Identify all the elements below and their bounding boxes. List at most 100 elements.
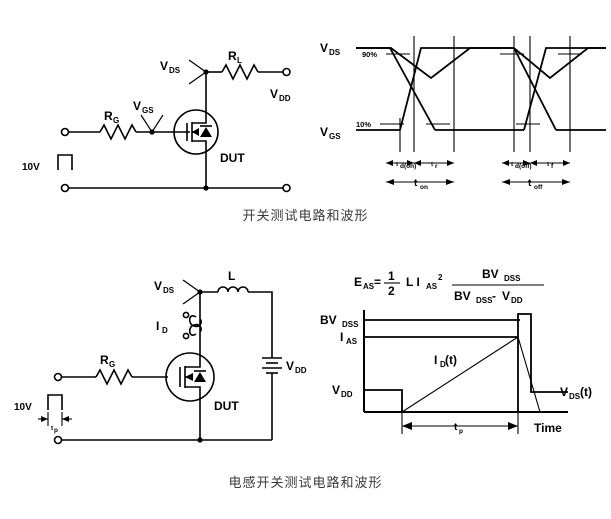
toff-arrow-left [502, 179, 510, 185]
tp-label: t [51, 425, 54, 432]
vgs-probe-symbol [140, 114, 164, 134]
formula-lhs: E [354, 275, 362, 289]
timing-reference-lines [399, 36, 571, 152]
load-resistor-symbol [221, 63, 259, 81]
vdd-label: V [270, 87, 278, 101]
ind-body-diode-triangle [194, 372, 206, 382]
tf-sub-label: f [551, 163, 554, 170]
tr-label: t [431, 161, 434, 168]
vds-trace-label: V [560, 385, 568, 399]
id-trace-suffix-label: (t) [445, 353, 457, 367]
mosfet-source-lead [192, 140, 207, 154]
formula-ratio-den-a: BV [454, 289, 471, 303]
formula-ratio-num: BV [482, 267, 499, 281]
vds-axis-label: V [320, 41, 328, 55]
tf-label: t [547, 161, 550, 168]
toff-arrow-right [562, 179, 570, 185]
vds-label: V [160, 59, 168, 73]
ind-vdd-sub-label: DD [295, 366, 307, 375]
id-trace-sub-label: D [440, 360, 446, 369]
gate-resistor-sub-label: G [113, 116, 119, 125]
gate-resistor-symbol [99, 123, 137, 141]
probe-clamp-upper [188, 315, 202, 328]
formula-term-l-sub: AS [426, 282, 438, 291]
vds-fall-1 [356, 47, 436, 131]
drain-current-label: I [156, 319, 159, 333]
tp-arrow-head-right [62, 416, 69, 422]
inductive-waveform-plot: E AS = 1 2 L I AS 2 BV DSS BV DSS - V DD [318, 262, 611, 452]
level-tick-marks [380, 53, 582, 125]
load-resistor-label: R [228, 49, 237, 63]
tdon-arrow-right [407, 160, 414, 166]
tp-measurement-arrow [401, 408, 519, 434]
ton-arrow-right [446, 179, 454, 185]
vds-trace-sub-label: DS [569, 392, 581, 401]
ind-gate-input-terminal [53, 372, 63, 382]
formula-ratio-den-op: - [492, 289, 496, 303]
ton-label: t [414, 178, 418, 189]
ind-vds-probe-symbol [182, 279, 202, 305]
ind-mosfet-body-circle [165, 352, 215, 402]
ground-left-terminal [60, 183, 70, 193]
vds-axis-sub-label: DS [329, 48, 341, 57]
ind-wire-to-supply [248, 291, 273, 358]
formula-ratio-den-b-sub: DD [511, 296, 523, 305]
ind-dut-label: DUT [214, 399, 239, 413]
id-trace-label: I [434, 353, 437, 367]
time-axis-label: Time [534, 421, 562, 435]
tdoff-arrow-right [523, 160, 530, 166]
load-resistor-sub-label: L [237, 56, 242, 65]
tdon-label: t [396, 161, 399, 168]
vdd-terminal [282, 67, 291, 77]
avalanche-energy-formula: E AS = 1 2 L I AS 2 BV DSS BV DSS - V DD [354, 267, 544, 305]
vdd-sub-label: DD [279, 94, 291, 103]
ind-source-voltage-label: 10V [14, 402, 32, 413]
ind-gate-resistor-sub-label: G [109, 360, 115, 369]
gate-input-terminal [60, 127, 70, 137]
inductor-label: L [228, 269, 235, 283]
timing-row-lower [386, 179, 570, 185]
inductive-test-circuit: 10V t p R G L I D V DS V DD DUT [0, 262, 310, 452]
inductor-symbol [217, 286, 249, 293]
tdoff-label: t [511, 161, 514, 168]
battery-symbol [262, 357, 282, 374]
bvdss-axis-label: BV [320, 313, 337, 327]
tp-marker-arrows [38, 412, 72, 426]
mosfet-drain-lead [192, 110, 207, 124]
tf-arrow-left [530, 160, 537, 166]
ground-right-terminal [282, 183, 291, 193]
tp-plot-sub-label: p [459, 428, 463, 435]
formula-frac-den: 2 [388, 284, 395, 298]
tr-arrow-right [447, 160, 454, 166]
tf-arrow-right [563, 160, 570, 166]
vds-waveform-trace [356, 47, 606, 80]
ind-vdd-label: V [286, 359, 294, 373]
vgs-axis-label: V [320, 125, 328, 139]
probe-lead-dot-bottom [182, 332, 190, 340]
tp-plot-label: t [454, 422, 458, 433]
ind-mosfet-drain-lead [185, 354, 201, 368]
formula-equals: = [374, 275, 381, 289]
vgs-sub-label: GS [142, 106, 154, 115]
ton-sub-label: on [420, 184, 428, 191]
toff-sub-label: off [534, 184, 543, 191]
tr-arrow-left [414, 160, 421, 166]
waveform-traces [356, 47, 606, 131]
body-diode-triangle [200, 127, 212, 137]
tdoff-arrow-left [502, 160, 509, 166]
ind-mosfet-source-lead [185, 386, 201, 400]
vds-trace-suffix-label: (t) [580, 385, 592, 399]
caption-switching-test: 开关测试电路和波形 [242, 209, 369, 224]
formula-term-l: L I [406, 275, 420, 289]
vgs-label: V [133, 99, 141, 113]
ind-ground-terminal [53, 435, 63, 445]
tp-arrow-head-left [41, 416, 48, 422]
ind-pulse-waveform-glyph [47, 394, 63, 410]
formula-lhs-sub: AS [363, 282, 375, 291]
pulse-waveform-glyph [57, 154, 73, 170]
vds-sub-label: DS [169, 66, 181, 75]
id-ramp-trace [401, 336, 519, 413]
current-probe-symbol [182, 311, 202, 340]
bvdss-axis-sub-label: DSS [342, 320, 359, 329]
level-marker-90: 90% [362, 50, 377, 59]
